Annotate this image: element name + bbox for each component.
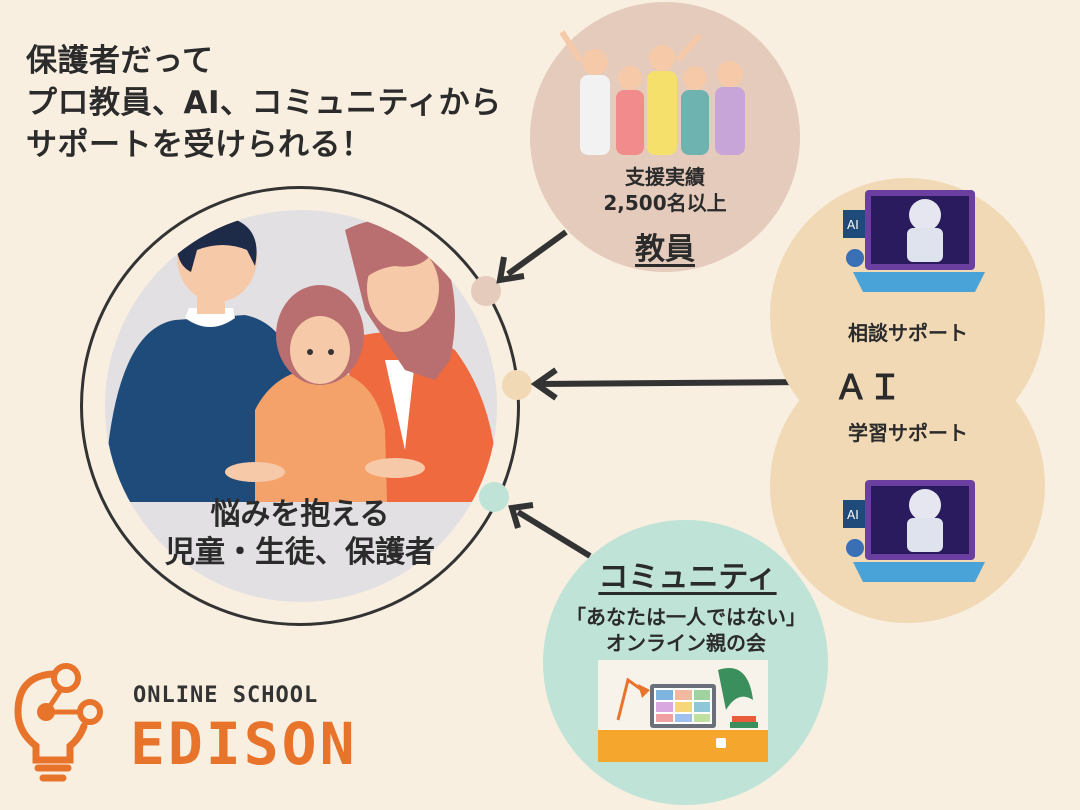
logo-subtitle: ONLINE SCHOOL (133, 683, 319, 708)
headline: 保護者だって プロ教員、AI、コミュニティから サポートを受けられる！ (26, 43, 502, 163)
ai-connector-dot (502, 370, 532, 400)
community-subtitle: オンライン親の会 (606, 631, 766, 655)
ai-study-label: 学習サポート (848, 421, 968, 445)
teachers-title: 教員 (635, 232, 695, 267)
community-text: 「あなたは一人ではない」 オンライン親の会 (548, 604, 824, 656)
ai-arrow (537, 379, 809, 387)
community-title: コミュニティ (598, 560, 777, 595)
family-illustration (105, 210, 497, 602)
center-caption: 悩みを抱える 児童・生徒、保護者 (120, 496, 480, 572)
ai-screen-badge-bottom: AI (847, 508, 859, 522)
center-caption-line1: 悩みを抱える (210, 497, 390, 532)
ai-screen-badge-top: AI (847, 218, 859, 232)
online-meeting-illustration (598, 660, 768, 762)
community-quote: 「あなたは一人ではない」 (566, 605, 806, 629)
teachers-arrowhead (496, 256, 525, 284)
ai-consult-label: 相談サポート (848, 321, 968, 345)
ai-arrowhead (530, 367, 558, 401)
students-illustration (559, 30, 745, 155)
teachers-stats: 支援実績 2,500名以上 (565, 164, 765, 216)
ai-laptop-bottom-illustration: AI (843, 480, 985, 582)
ai-laptop-top-illustration: AI (843, 190, 985, 292)
lightbulb-logo-icon (14, 663, 103, 782)
teachers-stat-line1: 支援実績 (625, 165, 705, 189)
family-ring (80, 186, 520, 626)
teachers-arrow (506, 229, 568, 277)
family-picture (105, 214, 497, 502)
community-arrow (516, 509, 592, 559)
center-caption-line2: 児童・生徒、保護者 (165, 535, 435, 570)
community-connector-dot (479, 482, 509, 512)
community-arrowhead (508, 502, 534, 529)
teachers-connector-dot (471, 276, 501, 306)
ai-title: ＡＩ (834, 368, 902, 408)
logo-name: EDISON (130, 710, 358, 778)
teachers-stat-line2: 2,500名以上 (603, 191, 727, 215)
